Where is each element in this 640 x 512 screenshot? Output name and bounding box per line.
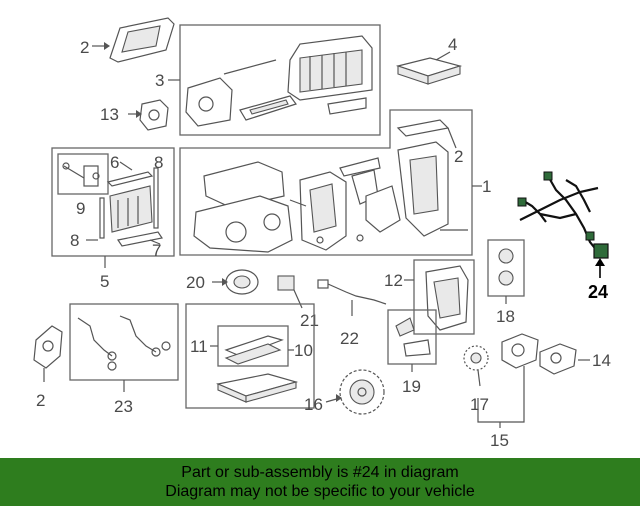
box-9 <box>57 153 109 195</box>
callout-22: 22 <box>340 329 359 348</box>
callout-6: 6 <box>110 153 119 172</box>
callout-8-left: 8 <box>70 231 79 250</box>
box-23 <box>69 303 179 381</box>
box-12 <box>413 259 475 335</box>
callout-4: 4 <box>448 35 457 54</box>
part-17-gear <box>463 345 489 387</box>
bracket-15 <box>477 366 525 423</box>
part-2-vent-bottom <box>33 325 63 382</box>
part-15-actuator <box>501 333 539 369</box>
part-14-actuator <box>539 343 590 375</box>
info-banner: Part or sub-assembly is #24 in diagram D… <box>0 458 640 506</box>
callout-9: 9 <box>76 199 85 218</box>
part-1-components <box>193 119 468 253</box>
callout-17: 17 <box>470 395 489 414</box>
part-18-knobs <box>498 248 514 286</box>
part-10-11-filter <box>215 335 299 403</box>
callout-2-mid: 2 <box>454 147 463 166</box>
callout-24: 24 <box>588 282 608 302</box>
callout-11: 11 <box>190 337 208 356</box>
callout-14: 14 <box>592 351 611 370</box>
box-1 <box>179 109 473 256</box>
banner-line-2: Diagram may not be specific to your vehi… <box>165 483 475 500</box>
callout-21: 21 <box>300 311 319 330</box>
part-24-wiring-harness <box>517 171 609 278</box>
part-5-components <box>62 162 163 247</box>
parts-diagram: 2 3 4 13 1 <box>33 17 611 450</box>
callout-13: 13 <box>100 105 119 124</box>
callout-1: 1 <box>482 177 491 196</box>
banner-line-1: Part or sub-assembly is #24 in diagram <box>181 464 459 481</box>
part-21-resistor <box>277 275 303 309</box>
part-13-actuator <box>128 99 169 131</box>
callout-8-right: 8 <box>154 153 163 172</box>
callout-2-top: 2 <box>80 38 89 57</box>
callout-16: 16 <box>304 395 323 414</box>
callout-10: 10 <box>294 341 313 360</box>
box-5 <box>51 147 175 257</box>
box-18 <box>487 239 525 297</box>
callout-7: 7 <box>152 241 161 260</box>
callout-18: 18 <box>496 307 515 326</box>
callout-20: 20 <box>186 273 205 292</box>
callout-23: 23 <box>114 397 133 416</box>
callout-15: 15 <box>490 431 509 450</box>
part-16-gear <box>325 369 385 415</box>
part-12-housing <box>425 265 469 331</box>
part-4-filter <box>395 51 463 85</box>
callout-5: 5 <box>100 272 109 291</box>
callout-3: 3 <box>155 71 164 90</box>
callout-19: 19 <box>402 377 421 396</box>
part-3-components <box>185 35 373 127</box>
callout-12: 12 <box>384 271 403 290</box>
part-22-sensor <box>317 279 387 316</box>
part-23-hoses <box>77 315 171 371</box>
part-19-components <box>395 317 431 357</box>
callout-2-bottom: 2 <box>36 391 45 410</box>
part-20-blower-motor <box>212 269 259 295</box>
part-2-vent-top <box>92 17 175 63</box>
box-10 <box>185 303 315 409</box>
